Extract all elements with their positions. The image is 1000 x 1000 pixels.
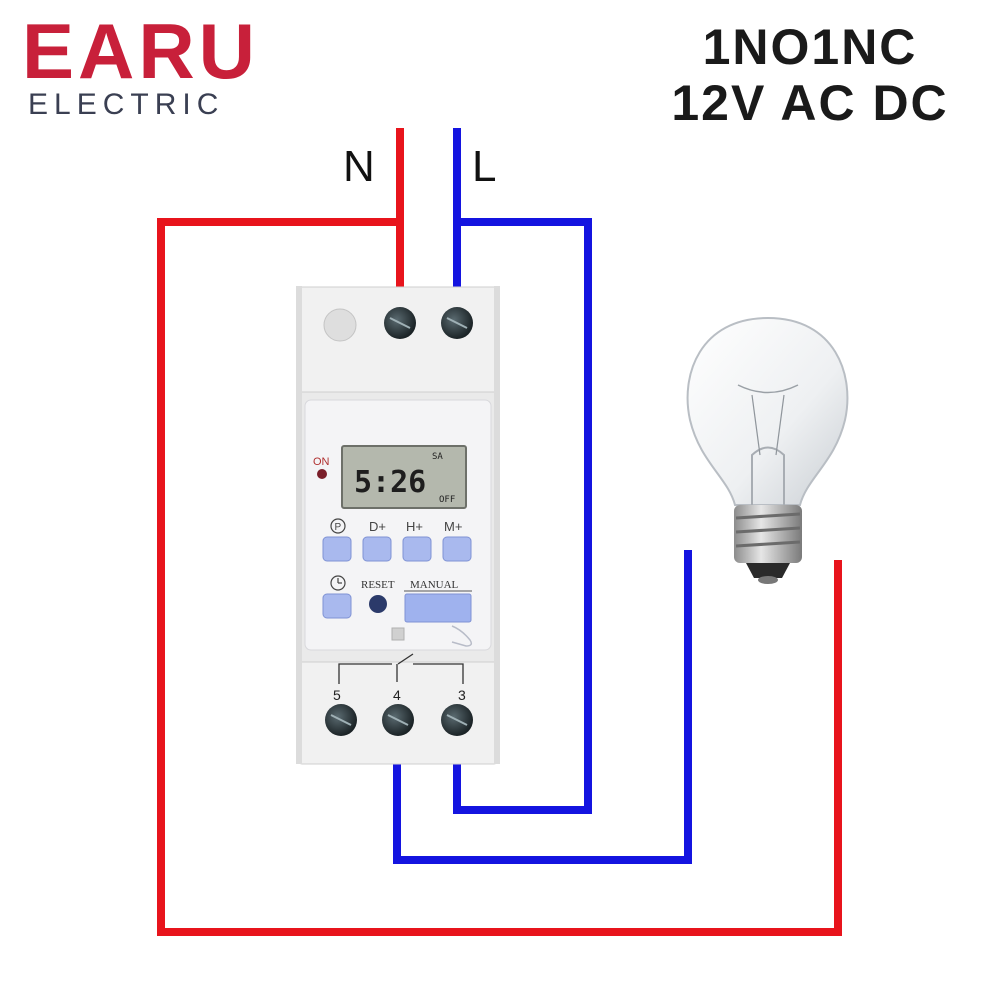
- minute-label: M+: [444, 519, 462, 534]
- load-wire: [393, 550, 692, 864]
- line-label: L: [472, 142, 497, 191]
- contact-spec: 1NO1NC: [702, 19, 918, 75]
- reset-button[interactable]: [369, 595, 387, 613]
- minute-button[interactable]: [442, 536, 472, 562]
- contact-schematic: [338, 653, 464, 684]
- lcd-time: 5:26: [354, 465, 426, 500]
- led-label: ON: [313, 456, 330, 468]
- day-button[interactable]: [362, 536, 392, 562]
- program-button[interactable]: [322, 536, 352, 562]
- lcd-state: OFF: [439, 495, 455, 505]
- program-label: P: [335, 522, 342, 533]
- line-wire-loop: [453, 218, 592, 814]
- hour-button[interactable]: [402, 536, 432, 562]
- hand-icon: [451, 625, 473, 647]
- manual-label: MANUAL: [410, 579, 459, 591]
- timer-switch: ON SA 5:26 OFF P D+ H+ M+ RESET MANUAL: [296, 286, 500, 765]
- neutral-label: N: [343, 142, 375, 191]
- lightbulb-icon: [686, 316, 849, 584]
- reset-label: RESET: [361, 579, 395, 591]
- clock-button[interactable]: [322, 593, 352, 619]
- terminal-4-label: 4: [393, 687, 401, 703]
- hour-label: H+: [406, 519, 423, 534]
- lcd-display: [341, 445, 467, 509]
- day-label: D+: [369, 519, 386, 534]
- lcd-day: SA: [432, 452, 443, 462]
- voltage-spec: 12V AC DC: [671, 75, 949, 131]
- manual-button[interactable]: [404, 593, 472, 623]
- brand-logo: EARU: [22, 7, 260, 95]
- empty-terminal: [323, 308, 357, 342]
- brand-subtitle: ELECTRIC: [28, 88, 225, 121]
- terminal-5-label: 5: [333, 687, 341, 703]
- clock-icon: [330, 575, 346, 591]
- terminal-3-label: 3: [458, 687, 466, 703]
- power-led: [317, 469, 327, 479]
- neutral-wire: [157, 128, 842, 936]
